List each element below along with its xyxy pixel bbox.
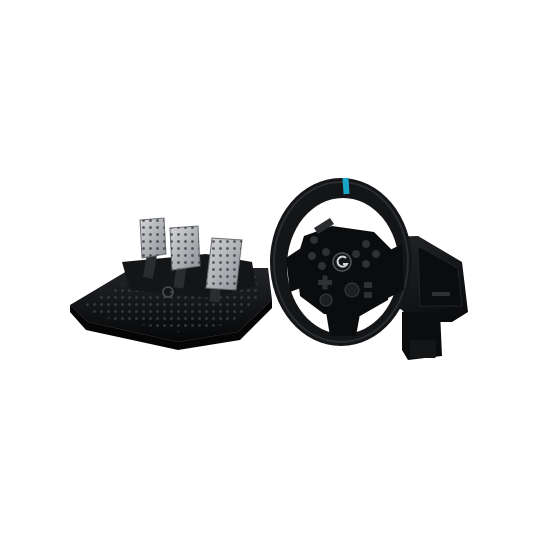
pedal-set: [70, 217, 272, 350]
wheel-base-label-area: [432, 292, 450, 296]
wheel-spoke-right: [388, 244, 404, 298]
wheel-base-side-panel: [417, 245, 463, 307]
dpad: [318, 275, 332, 290]
wheel-button: [362, 260, 370, 268]
g-logo-icon: [332, 252, 352, 272]
wheel-small-button: [364, 292, 372, 298]
rotary-dial: [344, 282, 360, 298]
pedal-base-rim: [70, 300, 272, 350]
steering-wheel-icon: [270, 177, 412, 346]
wheel-spoke-bottom: [326, 312, 360, 336]
paddle-shifter-left: [314, 218, 334, 234]
wheel-spoke-left: [286, 246, 306, 292]
clamp-knob: [410, 340, 436, 358]
wheel-button: [362, 240, 370, 248]
pedal-plate-left: [139, 217, 167, 259]
wheel-button: [372, 250, 380, 258]
wheel-button: [310, 236, 318, 244]
pedal-plate-center: [169, 225, 201, 271]
wheel-center-stripe: [342, 177, 350, 195]
pedal-plate-right: [205, 237, 243, 291]
home-button: [319, 293, 333, 307]
wheel-small-button: [364, 282, 372, 288]
wheel-rim-highlight: [273, 181, 409, 343]
wheel-button: [308, 252, 316, 260]
wheel-button: [352, 250, 360, 258]
g-logo-icon: [162, 286, 174, 298]
wheel-button: [318, 262, 326, 270]
wheel-button: [322, 248, 330, 256]
